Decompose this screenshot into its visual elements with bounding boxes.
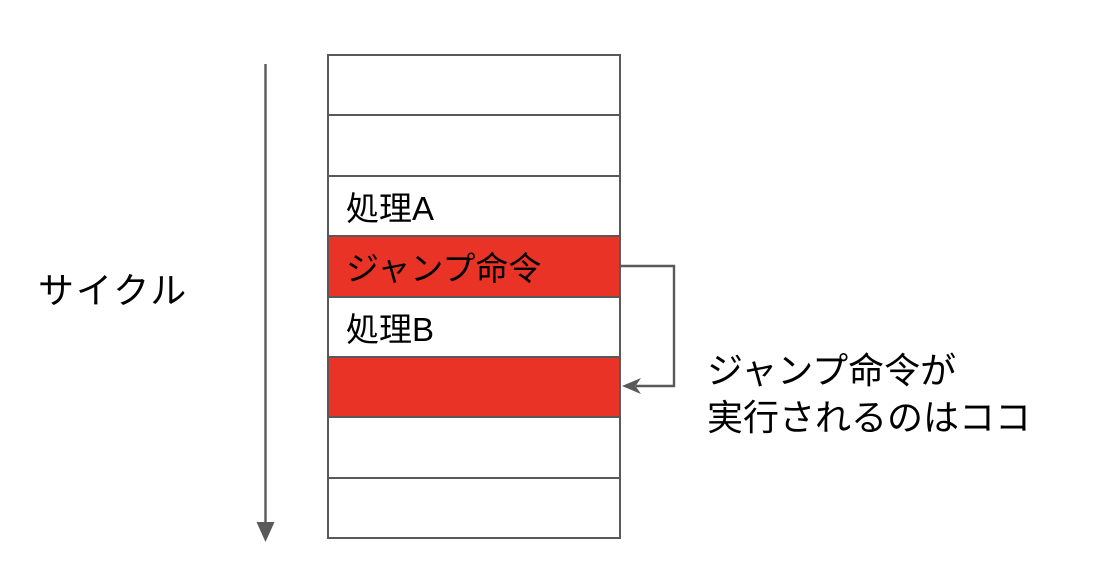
table-row-process-b: 処理B: [329, 298, 619, 358]
table-row: [329, 479, 619, 537]
table-row-jump-target: [329, 357, 619, 419]
cycle-label: サイクル: [38, 270, 189, 311]
table-row: [329, 418, 619, 479]
table-row: [329, 56, 619, 117]
annotation-line2: 実行されるのはココ: [707, 397, 1032, 438]
cycle-down-arrow-icon: [256, 64, 275, 542]
table-row: [329, 116, 619, 177]
table-row-process-a: 処理A: [329, 177, 619, 238]
instruction-table: 処理A ジャンプ命令 処理B: [327, 54, 621, 539]
jump-loop-arrow-icon: [621, 264, 676, 394]
table-row-jump-instruction: ジャンプ命令: [329, 237, 619, 298]
annotation: ジャンプ命令が 実行されるのはココ: [707, 347, 1031, 441]
annotation-line1: ジャンプ命令が: [707, 350, 957, 391]
